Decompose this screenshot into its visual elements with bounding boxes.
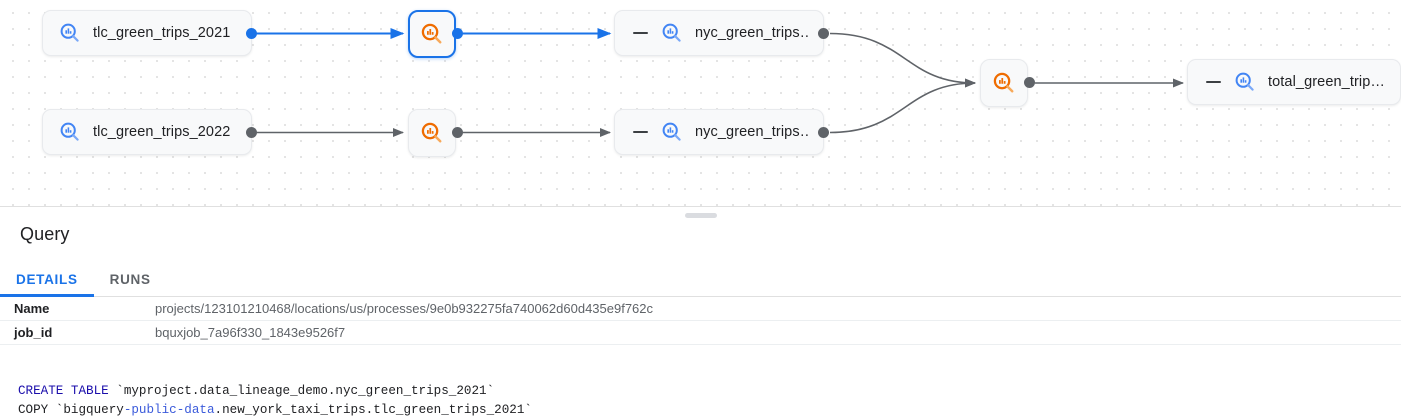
tab-runs[interactable]: RUNS	[109, 272, 151, 287]
bigquery-table-icon	[57, 119, 83, 145]
graph-node-nyc-green-trips-1[interactable]: nyc_green_trips…	[614, 10, 824, 56]
collapse-icon[interactable]	[629, 121, 651, 143]
sql-keyword-create-table: CREATE TABLE	[18, 384, 109, 398]
graph-node-tlc-green-trips-2021[interactable]: tlc_green_trips_2021	[42, 10, 252, 56]
graph-node-label: tlc_green_trips_2022	[93, 124, 231, 140]
sql-keyword-public-data: -public-data	[123, 403, 215, 417]
port-proc2-out[interactable]	[452, 127, 463, 138]
graph-node-process-selected[interactable]	[408, 10, 456, 58]
bigquery-process-icon	[419, 21, 445, 47]
collapse-icon[interactable]	[629, 22, 651, 44]
graph-node-label: tlc_green_trips_2021	[93, 25, 231, 41]
bigquery-process-icon	[419, 120, 445, 146]
query-details-panel: Query DETAILS RUNS Name projects/1231012…	[0, 206, 1401, 417]
tab-details[interactable]: DETAILS	[0, 262, 94, 297]
port-proc1-out[interactable]	[452, 28, 463, 39]
bigquery-table-icon	[659, 119, 685, 145]
sql-code-block: CREATE TABLE `myproject.data_lineage_dem…	[0, 372, 1401, 420]
detail-key-job-id: job_id	[14, 325, 53, 340]
bigquery-process-icon	[991, 70, 1017, 96]
port-tlc2022-out[interactable]	[246, 127, 257, 138]
sql-line2-rest: .new_york_taxi_trips.tlc_green_trips_202…	[214, 403, 532, 417]
port-tlc2021-out[interactable]	[246, 28, 257, 39]
detail-key-name: Name	[14, 301, 50, 316]
port-nyc2-out[interactable]	[818, 127, 829, 138]
bigquery-table-icon	[57, 20, 83, 46]
graph-node-total-green-trips[interactable]: total_green_trip…	[1187, 59, 1401, 105]
sql-line1-rest: `myproject.data_lineage_demo.nyc_green_t…	[108, 384, 495, 398]
graph-node-nyc-green-trips-2[interactable]: nyc_green_trips…	[614, 109, 824, 155]
panel-title: Query	[20, 224, 70, 244]
graph-node-process-3[interactable]	[980, 59, 1028, 107]
bigquery-table-icon	[1232, 69, 1258, 95]
sql-line2-prefix: COPY `bigquery	[18, 403, 124, 417]
tab-strip: DETAILS RUNS	[0, 262, 1401, 297]
detail-value-job-id: bquxjob_7a96f330_1843e9526f7	[155, 325, 346, 340]
collapse-icon[interactable]	[1202, 71, 1224, 93]
graph-node-label: nyc_green_trips…	[695, 25, 809, 41]
details-key-value-table: Name projects/123101210468/locations/us/…	[0, 297, 1401, 345]
graph-node-label: nyc_green_trips…	[695, 124, 809, 140]
bigquery-table-icon	[659, 20, 685, 46]
edge-nyc1-to-proc3	[829, 32, 977, 88]
table-row: job_id bquxjob_7a96f330_1843e9526f7	[0, 321, 1401, 345]
port-nyc1-out[interactable]	[818, 28, 829, 39]
edge-nyc2-to-proc3	[829, 78, 977, 134]
detail-value-name: projects/123101210468/locations/us/proce…	[155, 301, 654, 316]
lineage-graph-canvas[interactable]: tlc_green_trips_2021 tlc_green_trips_202…	[0, 0, 1401, 206]
graph-node-tlc-green-trips-2022[interactable]: tlc_green_trips_2022	[42, 109, 252, 155]
table-row: Name projects/123101210468/locations/us/…	[0, 297, 1401, 321]
graph-node-label: total_green_trip…	[1268, 74, 1385, 90]
port-proc3-out[interactable]	[1024, 77, 1035, 88]
panel-resize-handle[interactable]	[684, 213, 717, 218]
graph-node-process-2[interactable]	[408, 109, 456, 157]
